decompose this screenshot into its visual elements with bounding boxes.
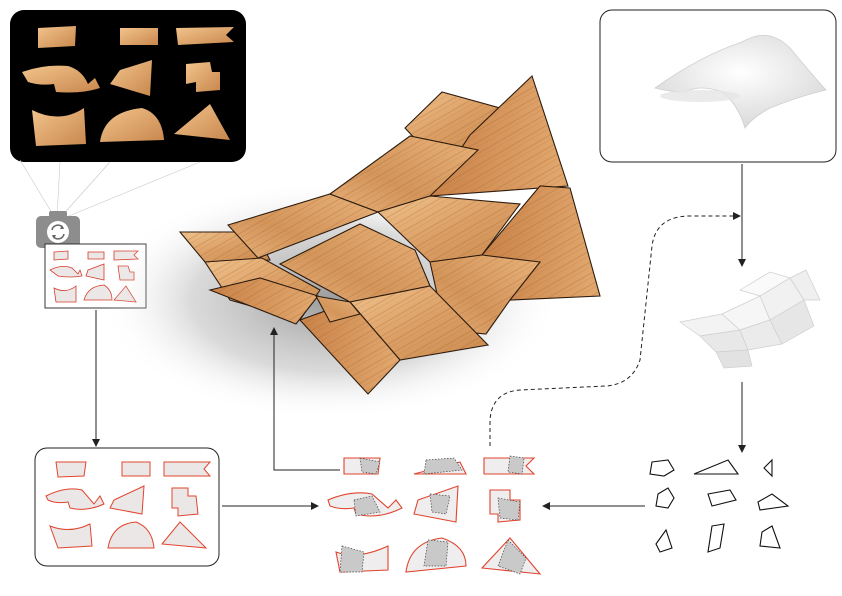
contour-library — [34, 447, 220, 567]
refresh-icon — [51, 224, 65, 240]
panel-outlines — [649, 458, 790, 553]
panelized-surface — [679, 269, 821, 369]
photo-pieces — [22, 26, 234, 146]
target-surface — [599, 9, 837, 163]
photo-of-offcuts — [10, 10, 246, 219]
flow-arrows — [92, 164, 746, 510]
nesting-result — [327, 455, 542, 575]
camera-icon — [36, 211, 80, 248]
